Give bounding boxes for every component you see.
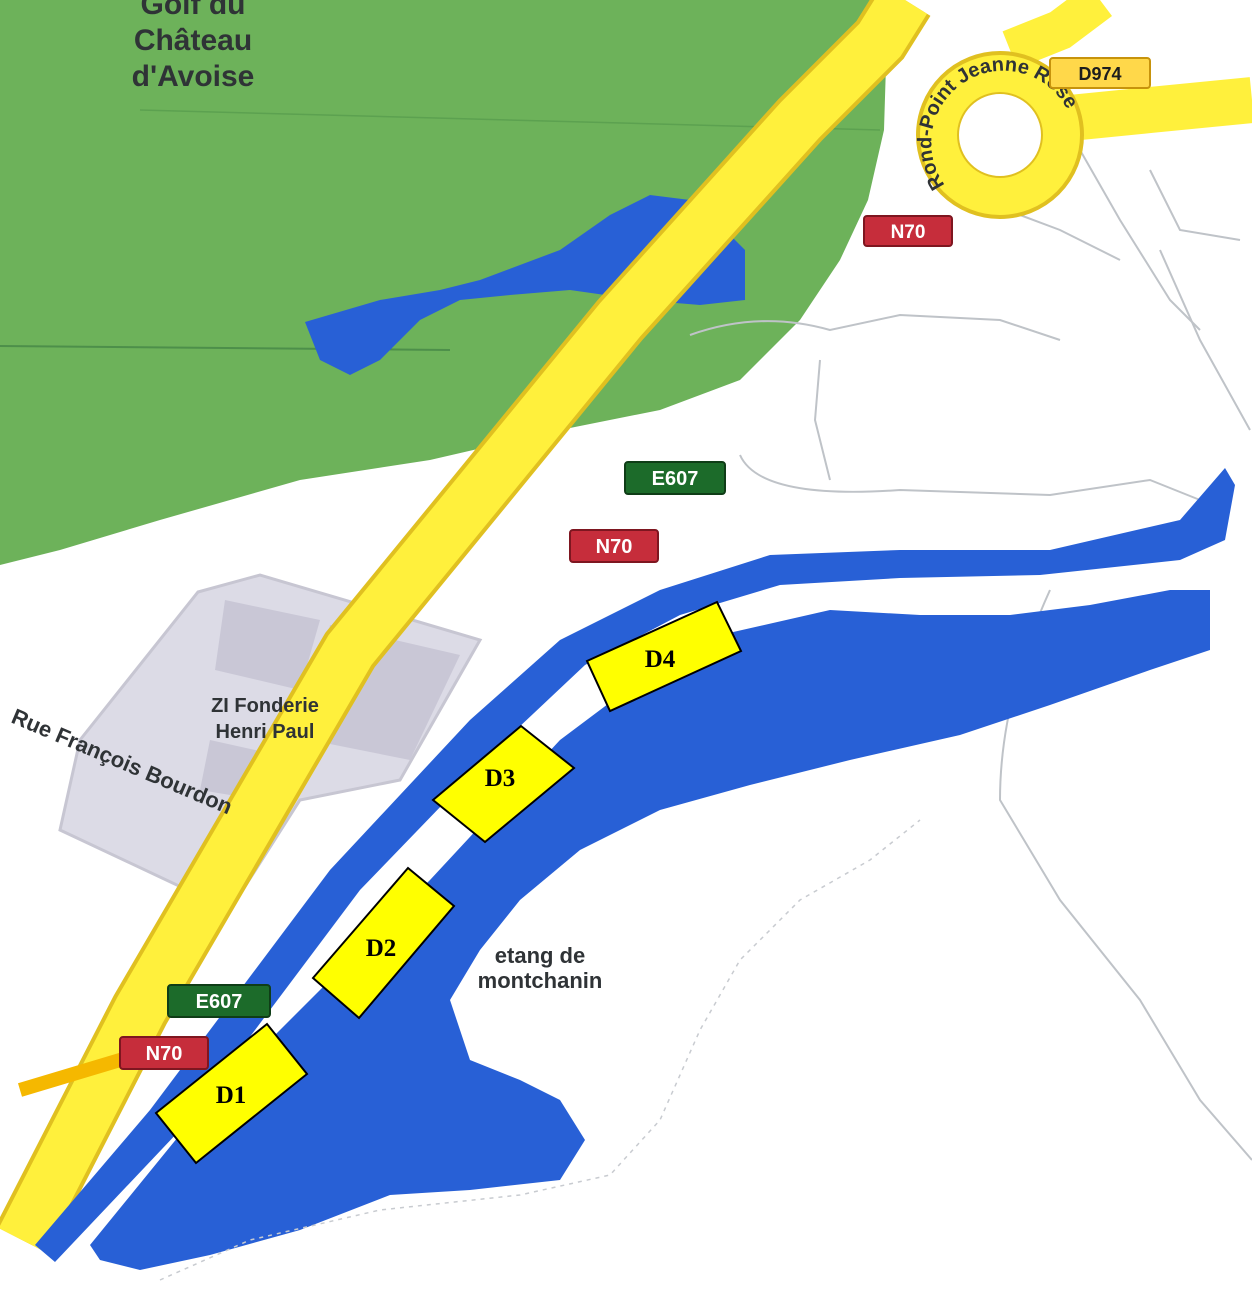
shield-n70-mid: N70 (569, 529, 659, 563)
zone-d4: D4 (585, 600, 743, 713)
road-connector-east (1047, 77, 1252, 143)
golf-label-line3: d'Avoise (132, 60, 255, 93)
lake-label: etang de montchanin (478, 943, 603, 993)
shield-d974-text: D974 (1078, 64, 1121, 84)
lake-label-line1: etang de (495, 943, 585, 968)
zone-d3: D3 (431, 724, 576, 844)
shield-n70-top: N70 (863, 215, 953, 247)
shield-n70-mid-text: N70 (596, 536, 633, 558)
shield-n70-top-text: N70 (891, 222, 926, 243)
golf-course-area (0, 0, 888, 565)
shield-e607-mid-text: E607 (652, 468, 699, 490)
shield-d974: D974 (1049, 57, 1151, 89)
shield-e607-bottom: E607 (167, 984, 271, 1018)
canal (35, 468, 1235, 1262)
golf-label-line2: Château (134, 24, 252, 57)
lake-label-line2: montchanin (478, 968, 603, 993)
golf-pond (305, 195, 745, 375)
industrial-label: ZI Fonderie Henri Paul (211, 695, 319, 743)
road-connector-ne (1002, 0, 1112, 69)
shield-n70-bottom-text: N70 (146, 1043, 183, 1065)
golf-label: Golf du Château d'Avoise (132, 0, 255, 93)
zone-d4-label: D4 (645, 646, 676, 673)
shield-e607-mid: E607 (624, 461, 726, 495)
lake-main (90, 590, 1210, 1270)
road-main (0, 0, 928, 1252)
roundabout-center (957, 92, 1043, 178)
zone-d2: D2 (311, 866, 456, 1020)
industrial-label-line1: ZI Fonderie (211, 695, 319, 717)
zone-d2-label: D2 (366, 935, 397, 962)
shield-e607-bottom-text: E607 (196, 991, 243, 1013)
golf-label-line1: Golf du (141, 0, 246, 21)
zone-d1-label: D1 (216, 1082, 247, 1109)
zone-d1: D1 (154, 1022, 309, 1165)
zone-d3-label: D3 (485, 765, 516, 792)
industrial-label-line2: Henri Paul (216, 721, 315, 743)
shoreline (159, 819, 921, 1281)
shield-n70-bottom: N70 (119, 1036, 209, 1070)
